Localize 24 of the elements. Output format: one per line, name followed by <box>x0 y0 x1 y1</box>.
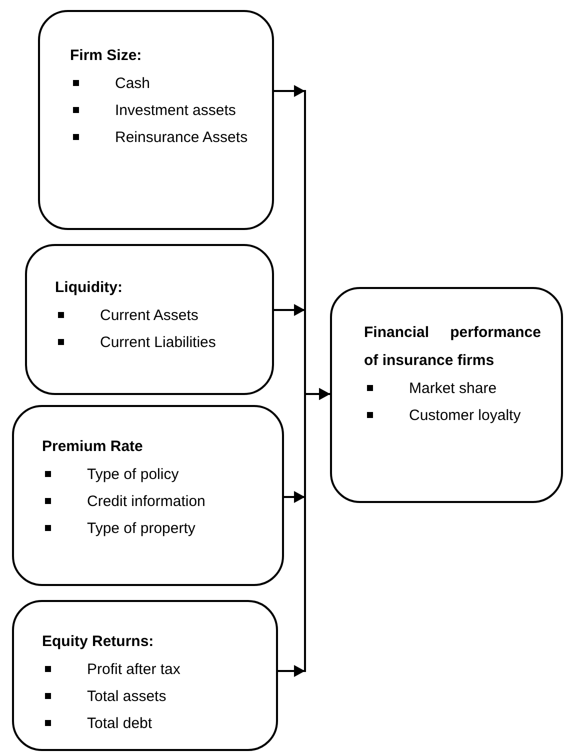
rounded-box <box>25 244 274 395</box>
bullet-item: Profit after tax <box>87 661 180 678</box>
box-heading: Financial performance of insurance firms <box>364 323 541 371</box>
bullet-item: Investment assets <box>115 102 236 119</box>
box-heading: Firm Size: <box>70 46 143 66</box>
bullet-item: Current Assets <box>100 307 198 324</box>
bullet-item: Customer loyalty <box>409 407 521 424</box>
rounded-box <box>330 287 563 503</box>
bullet-item: Total debt <box>87 715 152 732</box>
bullet-item: Market share <box>409 380 497 397</box>
arrow <box>278 388 330 677</box>
rounded-box <box>12 405 284 586</box>
bullet-item: Type of property <box>87 520 196 537</box>
box-heading: Premium Rate <box>42 437 144 457</box>
bullet-item: Credit information <box>87 493 206 510</box>
rounded-box <box>38 10 274 230</box>
bullet-item: Reinsurance Assets <box>115 129 248 146</box>
bullet-item: Cash <box>115 75 150 92</box>
box-heading: Liquidity: <box>55 278 124 298</box>
bullet-item: Total assets <box>87 688 166 705</box>
rounded-box <box>12 600 278 751</box>
bullet-item: Current Liabilities <box>100 334 216 351</box>
box-heading: Equity Returns: <box>42 632 155 652</box>
bullet-item: Type of policy <box>87 466 179 483</box>
